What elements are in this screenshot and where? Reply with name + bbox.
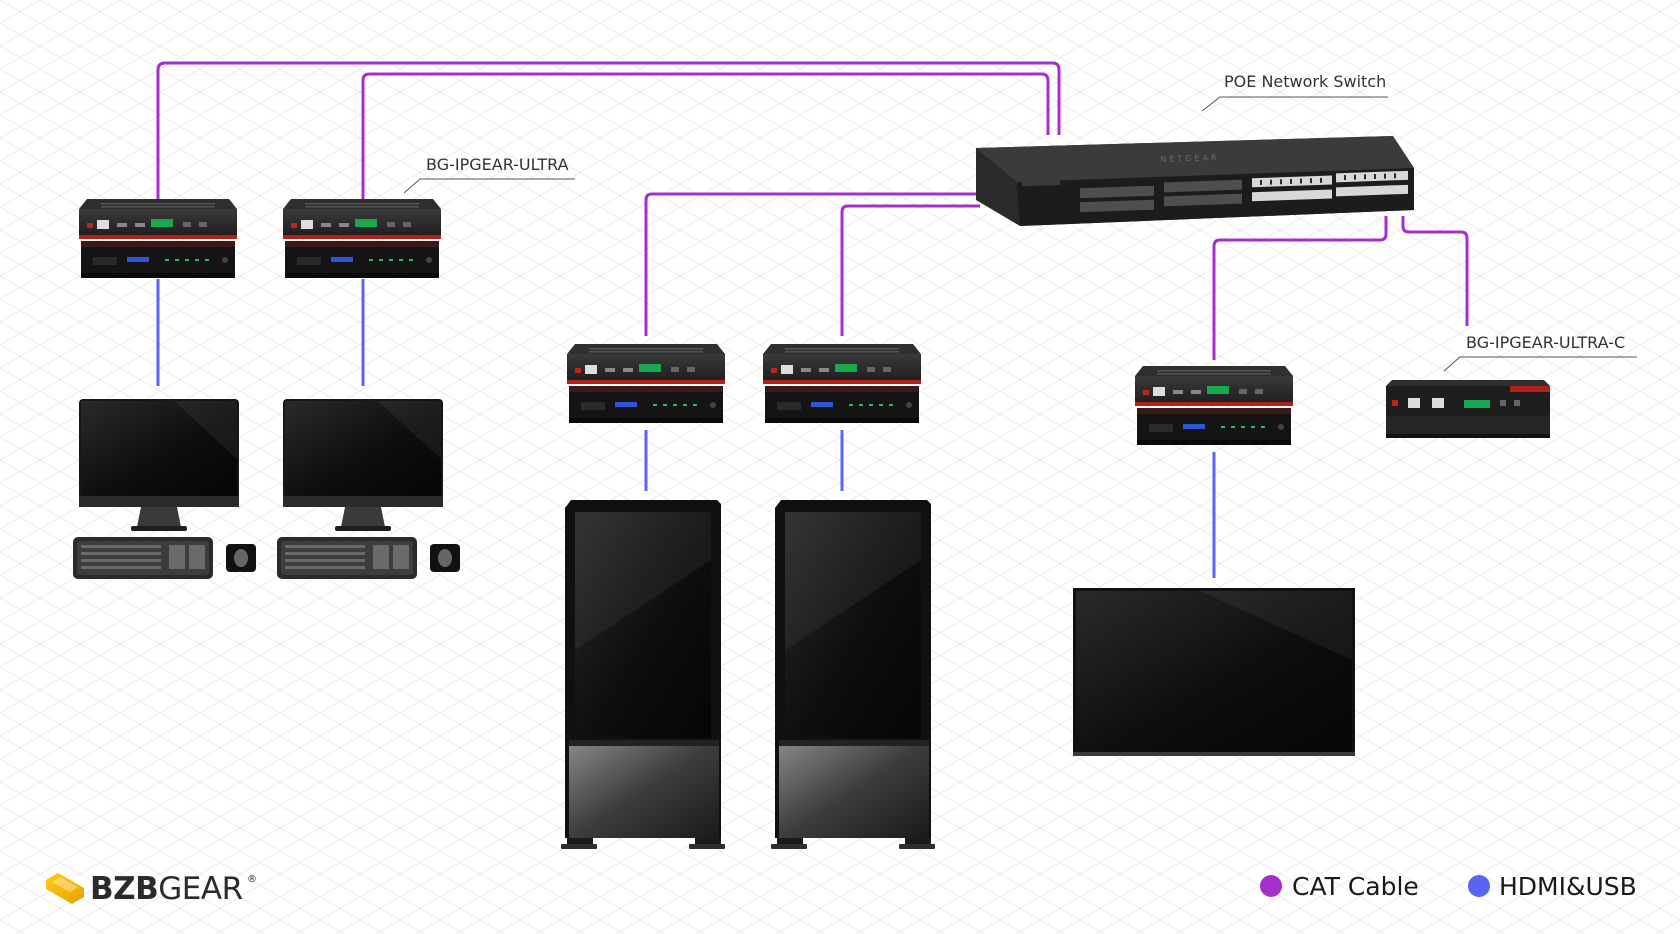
- brand-logo: BZBGEAR ®: [46, 871, 257, 907]
- label-ultra-c-text: BG-IPGEAR-ULTRA-C: [1466, 333, 1625, 352]
- legend-item-cat-cable: CAT Cable: [1260, 872, 1419, 901]
- label-switch: POE Network Switch: [1201, 72, 1388, 112]
- decoder-unit-3: [1135, 366, 1293, 445]
- cat-cables: [156, 61, 1469, 360]
- cat-cable-switch-to-ultra-c: [1401, 216, 1469, 326]
- switch-brand-text: NETGEAR: [1160, 153, 1219, 164]
- kiosk-display-2: [771, 500, 935, 849]
- cat-cable-switch-to-encoder-2: [361, 72, 1050, 206]
- decoder-unit-2: [763, 344, 921, 423]
- cat-cable-switch-to-decoder-3: [1212, 216, 1388, 360]
- wall-display: [1073, 588, 1355, 756]
- label-switch-text: POE Network Switch: [1224, 72, 1386, 91]
- cat-cable-switch-to-decoder-2: [840, 204, 980, 336]
- encoder-unit-2: [283, 199, 441, 278]
- logo-text-bold: BZB: [90, 871, 158, 907]
- encoder-unit-1: [79, 199, 237, 278]
- legend-label-cat-cable: CAT Cable: [1292, 872, 1419, 901]
- desktop-workstation-1: [73, 399, 256, 579]
- desktop-workstation-2: [277, 399, 460, 579]
- label-ultra-text: BG-IPGEAR-ULTRA: [426, 155, 569, 174]
- hdmi-usb-cables: [156, 279, 1216, 578]
- bzbgear-logo-icon: [46, 873, 84, 904]
- legend: CAT Cable HDMI&USB: [1260, 872, 1637, 901]
- poe-network-switch: NETGEAR: [976, 136, 1414, 226]
- logo-text-light: GEAR: [158, 871, 242, 907]
- logo-registered-mark: ®: [247, 874, 257, 885]
- cat-cable-switch-to-encoder-1: [156, 61, 1061, 206]
- legend-label-hdmi-usb: HDMI&USB: [1499, 872, 1637, 901]
- kiosk-display-1: [561, 500, 725, 849]
- label-ultra-c: BG-IPGEAR-ULTRA-C: [1443, 333, 1637, 372]
- decoder-unit-1: [567, 344, 725, 423]
- legend-item-hdmi-usb: HDMI&USB: [1468, 872, 1637, 901]
- legend-swatch-cat-cable: [1260, 875, 1282, 897]
- legend-swatch-hdmi-usb: [1468, 875, 1490, 897]
- ultra-c-unit: [1386, 380, 1550, 438]
- svg-text:BZBGEAR: BZBGEAR: [90, 871, 243, 907]
- cat-cable-switch-to-decoder-1: [644, 192, 980, 336]
- label-ultra: BG-IPGEAR-ULTRA: [403, 155, 575, 194]
